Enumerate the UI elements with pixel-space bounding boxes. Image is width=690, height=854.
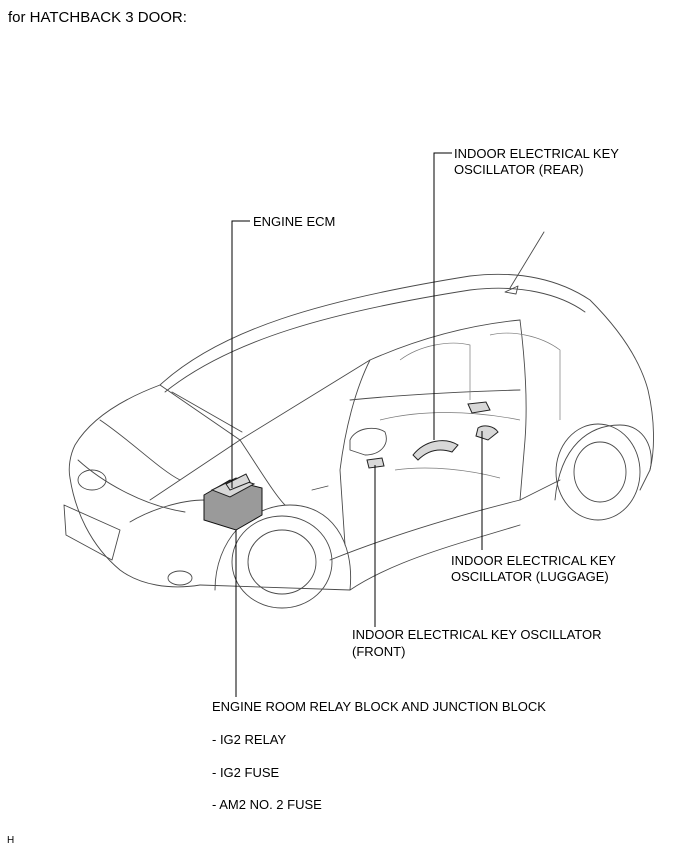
label-relay-block: ENGINE ROOM RELAY BLOCK AND JUNCTION BLO… xyxy=(212,699,546,714)
label-oscillator-front-line1: INDOOR ELECTRICAL KEY OSCILLATOR xyxy=(352,627,602,642)
label-oscillator-front-line2: (FRONT) xyxy=(352,644,406,659)
label-ig2-relay: - IG2 RELAY xyxy=(212,732,287,747)
label-oscillator-rear-line1: INDOOR ELECTRICAL KEY xyxy=(454,146,619,161)
label-oscillator-luggage-line1: INDOOR ELECTRICAL KEY xyxy=(451,553,616,568)
car-outline xyxy=(63,231,654,609)
oscillator-rear-part xyxy=(412,440,459,461)
leader-lines xyxy=(231,152,483,697)
label-oscillator-luggage-line2: OSCILLATOR (LUGGAGE) xyxy=(451,569,609,584)
engine-ecm-part xyxy=(203,473,263,531)
label-ig2-fuse: - IG2 FUSE xyxy=(212,765,280,780)
oscillator-front-part xyxy=(366,457,385,469)
label-oscillator-rear-line2: OSCILLATOR (REAR) xyxy=(454,162,584,177)
label-am2-fuse: - AM2 NO. 2 FUSE xyxy=(212,797,322,812)
corner-mark: H xyxy=(7,835,15,846)
oscillator-luggage-part xyxy=(467,401,499,441)
diagram-heading: for HATCHBACK 3 DOOR: xyxy=(8,9,187,26)
label-engine-ecm: ENGINE ECM xyxy=(253,214,336,229)
